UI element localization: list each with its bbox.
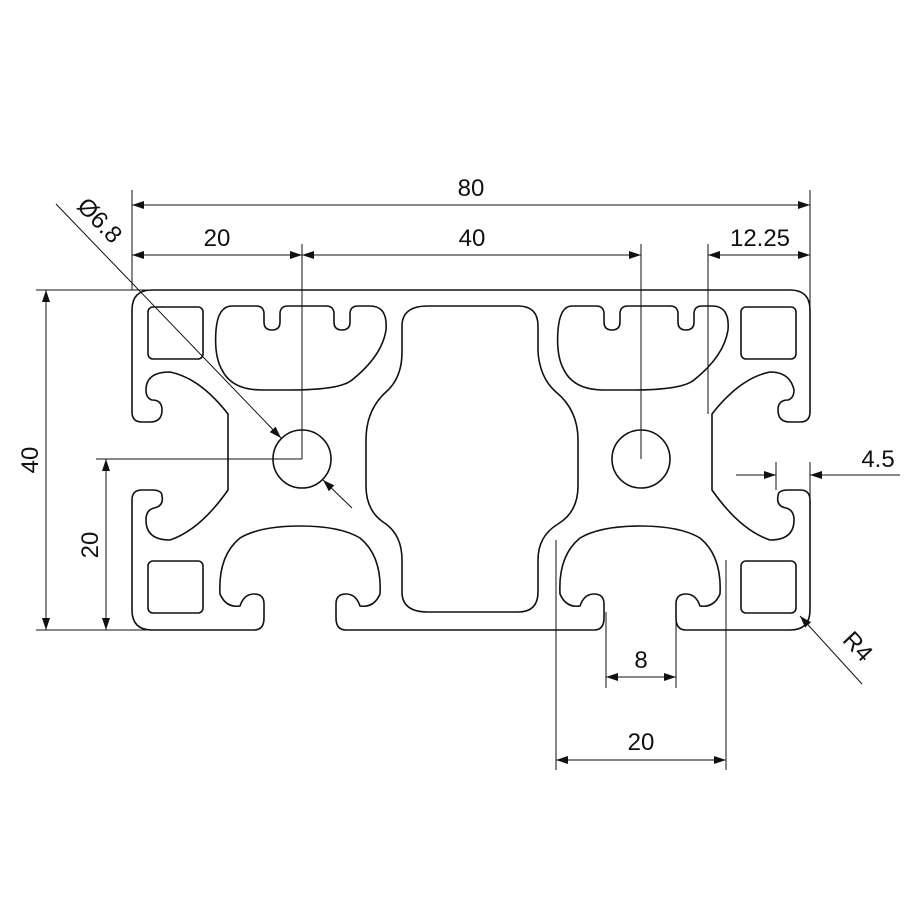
dimension-labels: 80 20 40 12.25 Ø6.8 40 20 4.5 8 20 R4 [17, 175, 895, 756]
dim-label-4-5: 4.5 [861, 446, 894, 473]
dim-label-40-left: 40 [17, 447, 44, 474]
dim-label-80: 80 [458, 175, 485, 202]
upper-cavity-left [214, 305, 387, 391]
dim-label-20-top: 20 [204, 225, 231, 252]
dim-label-20-left: 20 [77, 532, 104, 559]
dimension-lines [36, 190, 900, 770]
outer-contour [131, 289, 811, 631]
dim-label-diameter: Ø6.8 [72, 193, 128, 249]
corner-pocket-top-left [147, 306, 204, 360]
corner-pocket-bottom-right [740, 560, 797, 614]
upper-cavity-right [556, 305, 729, 391]
dim-label-12-25: 12.25 [730, 225, 790, 252]
corner-pocket-top-right [740, 306, 797, 360]
central-cavity [365, 305, 579, 613]
dim-label-40-top: 40 [459, 225, 486, 252]
dim-label-radius: R4 [837, 626, 878, 667]
corner-pocket-bottom-left [147, 560, 204, 614]
dim-label-20-bottom: 20 [628, 729, 655, 756]
dim-label-8: 8 [634, 647, 647, 674]
